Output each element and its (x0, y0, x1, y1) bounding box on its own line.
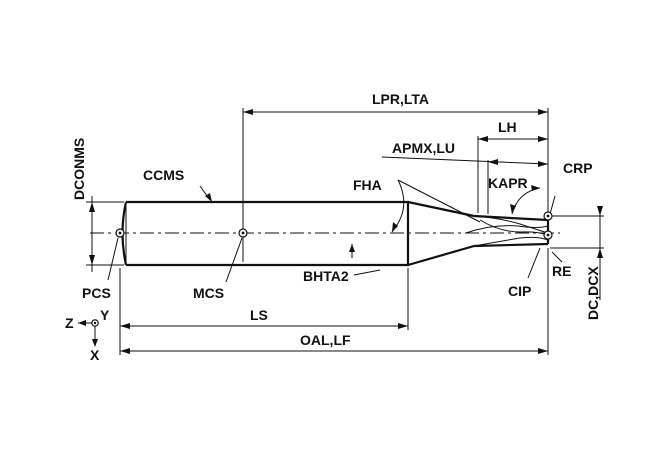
dimension-dconms (89, 196, 95, 272)
label-re: RE (552, 263, 571, 279)
leader-lines (107, 185, 563, 283)
kapr-angle (510, 185, 541, 215)
label-mcs: MCS (193, 285, 224, 301)
pcs-point (115, 228, 125, 238)
bhta2-angle (349, 244, 381, 276)
fha-angle (391, 179, 481, 233)
label-pcs: PCS (82, 285, 111, 301)
label-ccms: CCMS (143, 167, 184, 183)
label-fha: FHA (353, 177, 382, 193)
label-lh: LH (498, 119, 517, 135)
label-bhta2: BHTA2 (303, 268, 349, 284)
flute-outline (473, 214, 549, 248)
dimension-lh (478, 136, 548, 142)
flute-3 (473, 236, 549, 247)
label-kapr: KAPR (488, 175, 528, 191)
label-lpr-lta: LPR,LTA (372, 91, 429, 107)
cip-point (543, 230, 553, 240)
axis-triad (78, 319, 99, 347)
dimension-apmx-lu (381, 156, 549, 167)
label-cip: CIP (508, 283, 531, 299)
dimension-ls (120, 323, 408, 329)
label-axis-y: Y (100, 307, 110, 323)
label-oal-lf: OAL,LF (300, 332, 351, 348)
dimension-oal-lf (120, 348, 548, 354)
flute-2 (465, 225, 549, 234)
label-dc-dcx: DC,DCX (585, 266, 601, 320)
mcs-point (238, 228, 248, 238)
label-dconms: DCONMS (71, 138, 87, 200)
dimension-lpr-lta (243, 109, 548, 115)
flute-1 (473, 215, 549, 234)
crp-point (543, 211, 553, 221)
flute-4 (479, 219, 549, 237)
label-axis-z: Z (65, 315, 74, 331)
label-apmx-lu: APMX,LU (392, 140, 455, 156)
label-crp: CRP (563, 160, 593, 176)
label-axis-x: X (90, 347, 100, 363)
label-ls: LS (250, 307, 268, 323)
dimension-dc-dcx (597, 206, 603, 300)
